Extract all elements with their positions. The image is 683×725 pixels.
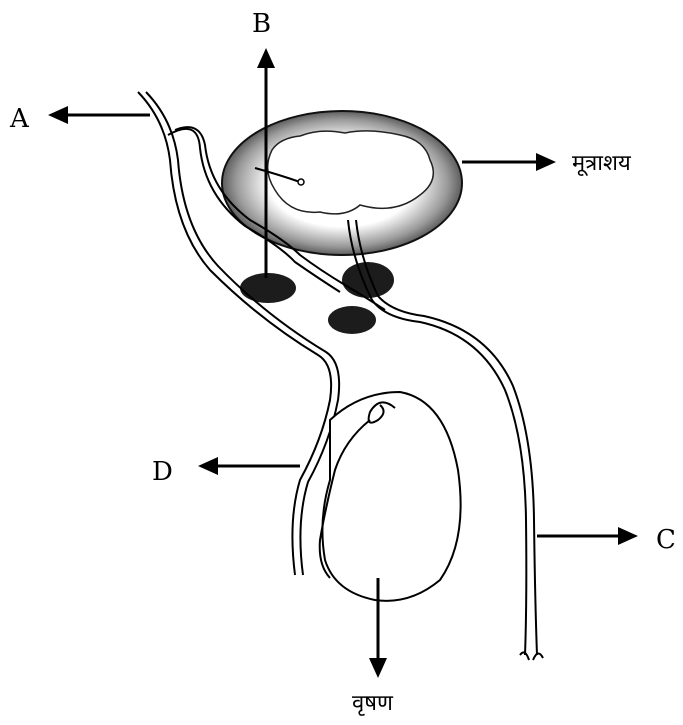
label-c: C	[656, 525, 676, 555]
arrow-bladder	[462, 153, 556, 171]
label-b: B	[252, 9, 271, 39]
label-bladder: मूत्राशय	[572, 151, 632, 177]
label-a: A	[9, 104, 30, 134]
arrow-d	[198, 457, 300, 475]
testis	[320, 392, 461, 601]
arrow-a	[48, 106, 150, 124]
label-testis: वृषण	[352, 691, 394, 716]
arrow-c	[537, 527, 638, 545]
label-d: D	[152, 457, 173, 487]
